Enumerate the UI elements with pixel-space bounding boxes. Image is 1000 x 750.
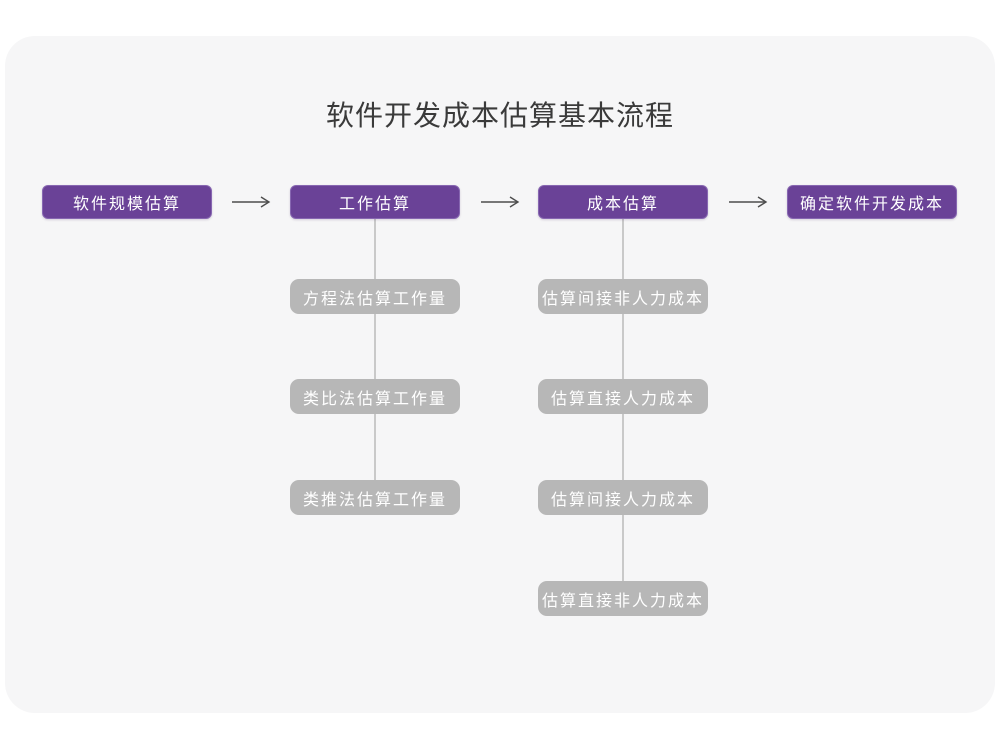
substep-direct-nonlabor-cost: 估算直接非人力成本 (538, 581, 708, 616)
substep-indirect-nonlabor-cost: 估算间接非人力成本 (538, 279, 708, 314)
arrow-right-icon (481, 196, 520, 208)
step-determine-development-cost: 确定软件开发成本 (787, 185, 957, 219)
step-cost-estimation: 成本估算 (538, 185, 708, 219)
flowchart-card: 软件开发成本估算基本流程 软件规模估算 工作估算 成本估算 确定软件开发成本 方… (5, 36, 995, 713)
step-work-estimation: 工作估算 (290, 185, 460, 219)
connector-line-work-substeps (374, 219, 376, 480)
step-software-scale-estimation: 软件规模估算 (42, 185, 212, 219)
arrow-right-icon (729, 196, 768, 208)
arrow-right-icon (232, 196, 271, 208)
page-title: 软件开发成本估算基本流程 (325, 100, 674, 131)
substep-extrapolation-method: 类推法估算工作量 (290, 480, 460, 515)
substep-indirect-labor-cost: 估算间接人力成本 (538, 480, 708, 515)
substep-equation-method: 方程法估算工作量 (290, 279, 460, 314)
substep-direct-labor-cost: 估算直接人力成本 (538, 379, 708, 414)
substep-analogy-method: 类比法估算工作量 (290, 379, 460, 414)
